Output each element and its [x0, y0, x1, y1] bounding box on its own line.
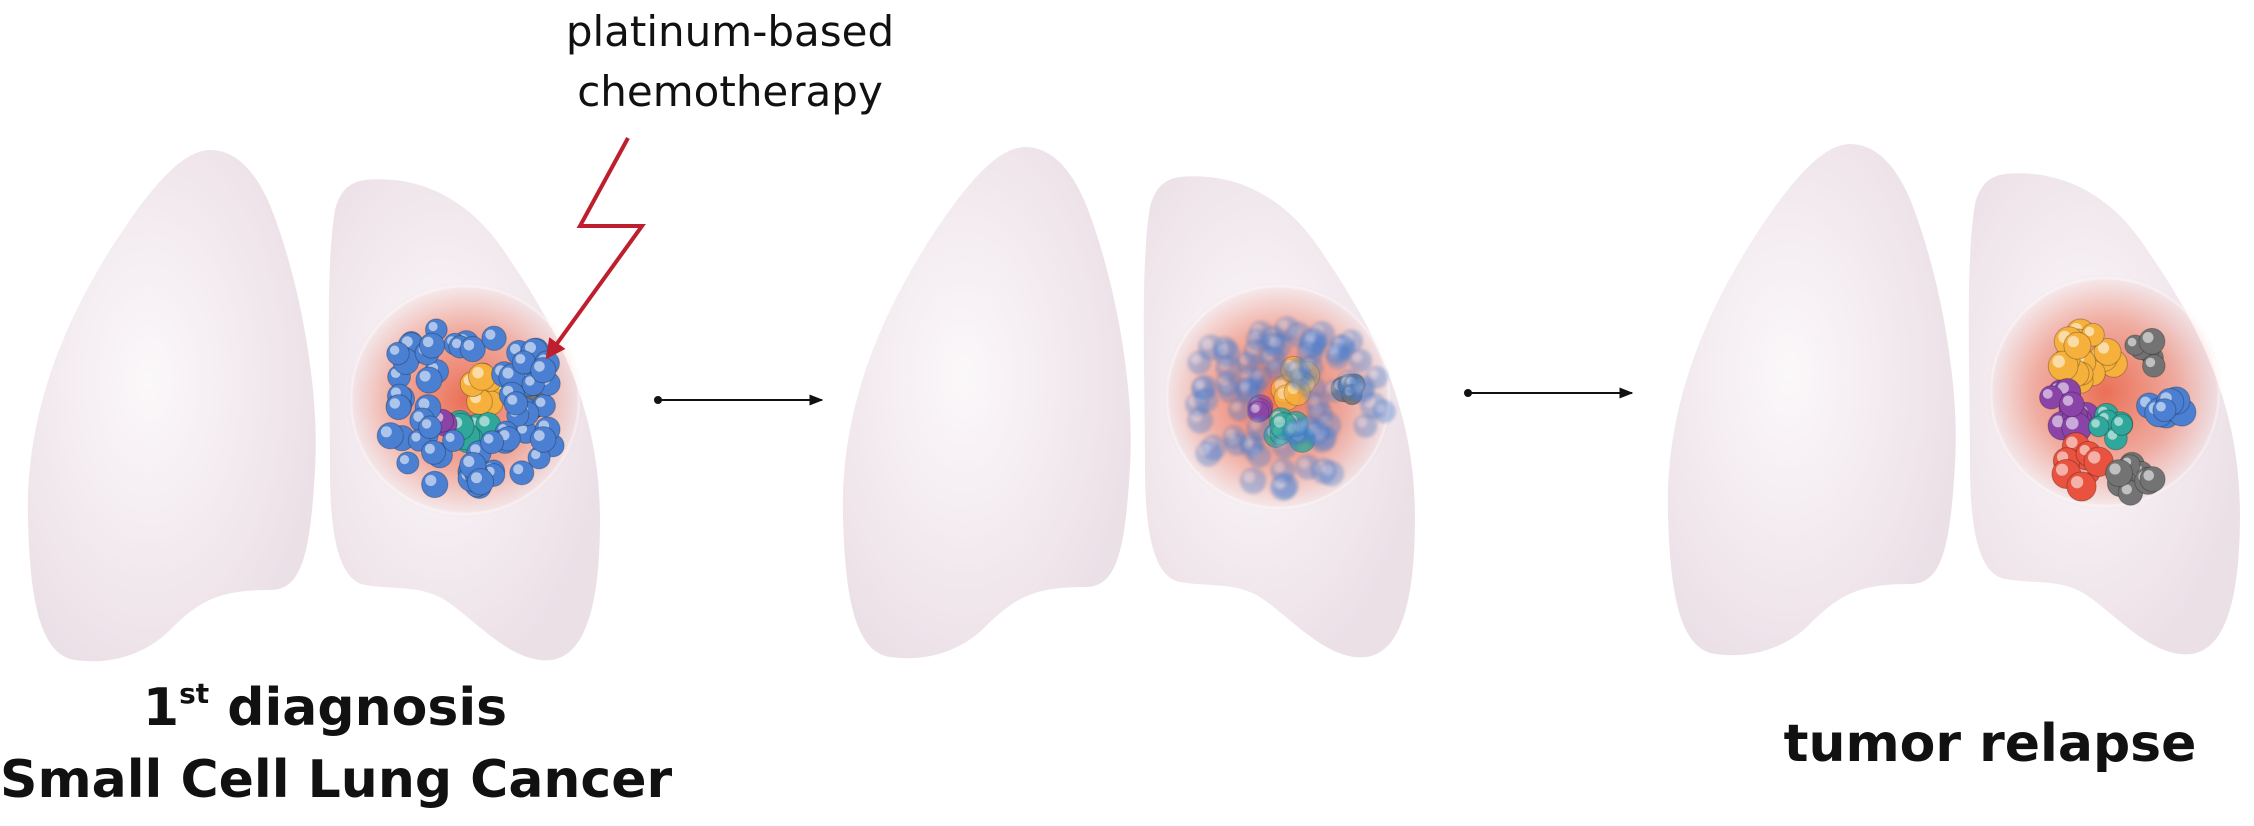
stage1-blue-cell [376, 422, 404, 450]
stage2-blue-cell [1304, 420, 1330, 445]
stage1-blue-cell [509, 460, 535, 486]
stage3-gray-top-cell [2138, 327, 2166, 355]
stage3-orange-cell [2093, 338, 2122, 366]
stage2-blue-cell [1245, 328, 1269, 352]
stage3-purple-cell [2058, 391, 2085, 418]
tumor-boundary-3 [1989, 276, 2221, 508]
stage2-blue-cell [1246, 415, 1272, 441]
diagnosis-label-line1: 1st diagnosis [0, 672, 650, 744]
stage2-blue-cell [1190, 376, 1215, 401]
stage1-blue-cell [418, 332, 445, 359]
stage2-blue-cell [1325, 341, 1349, 365]
treatment-label: platinum-based chemotherapy [540, 2, 920, 122]
stage1-blue-cell [442, 429, 465, 453]
tumor-boundary-2 [1165, 284, 1391, 510]
stage3-orange-cell [2063, 331, 2092, 360]
left-lung-1 [27, 150, 316, 662]
stage3-gray-bottom-cell [2105, 459, 2134, 488]
stage1-blue-cell [386, 341, 410, 366]
diagnosis-label-line2: Small Cell Lung Cancer [0, 750, 673, 810]
stage3-teal-cell [2087, 415, 2110, 438]
stage1-blue-cell [466, 468, 495, 496]
stage2-blue-cell [1187, 350, 1212, 375]
diagnosis-label: 1st diagnosis Small Cell Lung Cancer [0, 672, 673, 816]
stage2-blue-cell [1222, 425, 1246, 449]
stage1-blue-cell [481, 325, 507, 351]
stage1-blue-cell [459, 335, 486, 363]
treatment-lightning-arrow [545, 137, 646, 360]
stage2-blue-cell [1270, 458, 1296, 484]
stage2-blue-cell [1318, 460, 1345, 487]
stage2-blue-cell [1299, 355, 1324, 380]
stage3-red-cell [2083, 446, 2114, 478]
stage2-blue-cell [1187, 407, 1214, 434]
stage3-teal-cell [2110, 413, 2133, 436]
stage2-blue-cell [1195, 440, 1222, 467]
stage2-blue-cell [1240, 436, 1264, 460]
stage1-blue-cell [503, 391, 529, 416]
stage2-blue-cell [1265, 333, 1292, 359]
left-lung-2 [842, 147, 1131, 659]
diagnosis-superscript: st [179, 676, 210, 710]
stage2-blue-cell [1228, 398, 1251, 422]
stage1-blue-cell [480, 430, 505, 455]
stage2-blue-cell [1301, 327, 1328, 353]
stage3-gray-bottom-cell [2139, 466, 2166, 493]
stage1-blue-cell [530, 357, 557, 384]
stage1-blue-cell [385, 394, 412, 421]
stage1-blue-cell [421, 470, 449, 499]
stage3-blue-cell [2152, 398, 2177, 423]
stage2-blue-cell [1213, 340, 1241, 367]
stage2-blue-cell [1372, 399, 1397, 424]
stage3-orange-cell [2047, 350, 2079, 382]
stage2-blue-cell [1239, 467, 1267, 495]
diagnosis-ordinal: 1 [142, 678, 180, 738]
left-lung-3 [1667, 144, 1956, 656]
stage1-blue-cell [511, 350, 537, 375]
stage2-blue-cell [1306, 392, 1330, 416]
treatment-label-line1: platinum-based [565, 7, 895, 56]
stage2-blue-cell [1353, 413, 1378, 438]
stage1-blue-cell [415, 366, 443, 394]
stage2-blue-cell [1348, 348, 1373, 373]
stage3-purple-cell [2039, 385, 2064, 410]
stage1-blue-cell [396, 451, 420, 475]
stage3-gray-top-cell [2142, 354, 2166, 378]
stage1-blue-cell [421, 439, 446, 465]
stage2-blue-cell [1322, 379, 1346, 403]
stage2-blue-cell [1294, 454, 1321, 480]
tumor-halo-3 [1987, 274, 2223, 510]
stage1-blue-cell [529, 426, 557, 453]
relapse-label: tumor relapse [1783, 714, 2197, 774]
stage3-red-cell [2066, 471, 2097, 502]
tumor-boundary-1 [349, 284, 581, 516]
stage2-blue-cell [1235, 377, 1260, 401]
stage1-blue-cell [418, 415, 442, 440]
treatment-label-line2: chemotherapy [577, 67, 883, 116]
diagnosis-word: diagnosis [209, 678, 508, 738]
stage1-blue-cell [527, 446, 551, 470]
